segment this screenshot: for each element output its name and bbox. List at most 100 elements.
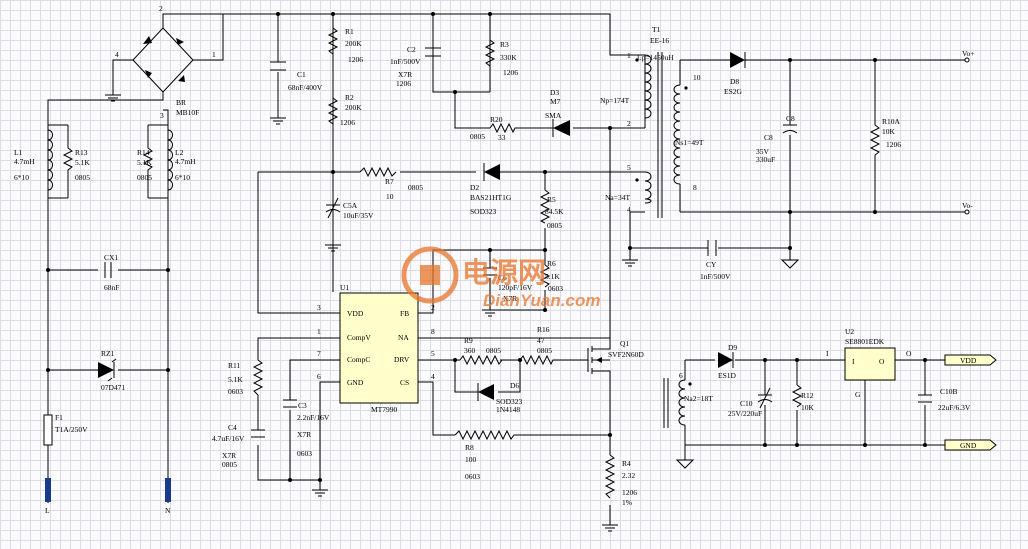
svg-text:ES2G: ES2G: [724, 87, 743, 96]
svg-text:I: I: [826, 349, 829, 358]
capacitor-c5a: C5A 10uF/35V: [325, 197, 374, 220]
capacitor-c1: C1 68nF/400V: [270, 61, 323, 92]
svg-text:D6: D6: [510, 381, 519, 390]
svg-text:R16: R16: [537, 325, 550, 334]
svg-text:0805: 0805: [222, 460, 237, 469]
svg-text:U2: U2: [845, 327, 854, 336]
net-vdd-flag: VDD: [944, 354, 997, 366]
svg-text:R8: R8: [465, 443, 474, 452]
svg-text:Q1: Q1: [620, 339, 629, 348]
output-vo-plus: Vo+: [962, 49, 974, 63]
svg-text:MT7990: MT7990: [371, 405, 398, 414]
svg-text:4.7mH: 4.7mH: [14, 157, 35, 166]
svg-text:CompV: CompV: [347, 333, 371, 342]
ic-u1-mt7990: U1 MT7990 VDD CompV CompC GND FB NA DRV …: [317, 283, 435, 414]
svg-text:C10: C10: [740, 399, 753, 408]
resistor-r6: R6 5.1K 0603: [539, 259, 563, 293]
svg-text:Vo-: Vo-: [962, 201, 973, 210]
output-vo-minus: Vo-: [962, 201, 973, 215]
svg-text:F1: F1: [55, 413, 63, 422]
svg-text:D3: D3: [550, 88, 559, 97]
ldo-u2: U2 SE8801EDK I O G I O: [826, 327, 912, 399]
svg-text:2: 2: [627, 119, 631, 128]
svg-text:Na2=18T: Na2=18T: [684, 394, 713, 403]
svg-text:BR: BR: [176, 98, 186, 107]
svg-text:R2: R2: [345, 93, 354, 102]
resistor-r9: R9 360 0805: [459, 336, 503, 366]
transformer-aux-winding: 6 Na2=18T: [663, 360, 713, 460]
svg-text:C2: C2: [407, 45, 416, 54]
svg-text:5: 5: [431, 349, 435, 358]
svg-text:360: 360: [464, 346, 476, 355]
svg-text:Lp=1450uH: Lp=1450uH: [637, 53, 674, 62]
capacitor-c2: C2 1nF/500V X7R 1206: [390, 45, 441, 88]
capacitor-c10: C10 25V/220uF: [728, 387, 773, 418]
svg-text:5: 5: [627, 163, 631, 172]
watermark-logo: 电源网: [462, 257, 546, 288]
svg-text:0805: 0805: [408, 183, 423, 192]
svg-text:R9: R9: [464, 336, 473, 345]
junction-dots: [46, 12, 927, 482]
svg-text:Vo+: Vo+: [962, 49, 974, 58]
svg-text:1206: 1206: [503, 68, 518, 77]
resistor-r11: R11 5.1K 0603: [228, 359, 264, 396]
resistor-r20: R20 0805 33: [470, 115, 525, 142]
svg-text:8: 8: [431, 327, 435, 336]
svg-text:C10B: C10B: [940, 387, 958, 396]
svg-text:1206: 1206: [886, 140, 901, 149]
svg-text:200K: 200K: [345, 39, 362, 48]
diode-d8: D8 ES2G: [724, 52, 746, 96]
svg-text:330uF: 330uF: [756, 155, 775, 164]
svg-text:100: 100: [465, 455, 477, 464]
svg-text:68nF: 68nF: [104, 283, 119, 292]
svg-text:R12: R12: [801, 391, 814, 400]
resistor-r3: R3 330K 1206: [484, 39, 518, 77]
inductor-l1: L1 4.7mH 6*10: [14, 129, 53, 191]
svg-text:X7R: X7R: [503, 294, 517, 303]
inductor-l2: L2 4.7mH 6*10: [167, 129, 196, 191]
svg-text:R1: R1: [345, 27, 354, 36]
svg-text:R6: R6: [547, 259, 556, 268]
svg-text:L: L: [45, 506, 50, 515]
svg-text:I: I: [852, 357, 855, 366]
svg-text:C8: C8: [786, 114, 795, 123]
svg-text:CY: CY: [706, 260, 717, 269]
svg-text:SE8801EDK: SE8801EDK: [845, 337, 885, 346]
resistor-r7: R7 10 0805: [359, 166, 423, 201]
svg-text:EE-16: EE-16: [650, 36, 669, 45]
svg-text:120pF/16V: 120pF/16V: [498, 283, 533, 292]
svg-text:D8: D8: [730, 77, 739, 86]
svg-text:68nF/400V: 68nF/400V: [288, 83, 323, 92]
svg-text:U1: U1: [340, 283, 349, 292]
svg-text:10: 10: [386, 192, 394, 201]
svg-text:1: 1: [212, 50, 216, 59]
svg-text:6*10: 6*10: [14, 173, 29, 182]
svg-text:SOD323: SOD323: [496, 397, 523, 406]
varistor-rz1: RZ1 07D471: [98, 349, 125, 392]
svg-text:1206: 1206: [622, 488, 637, 497]
svg-text:T1: T1: [652, 25, 661, 34]
resistor-r1: R1 200K 1206: [327, 27, 363, 64]
svg-text:O: O: [906, 349, 912, 358]
resistor-r13: R13 5.1K 0805: [62, 125, 90, 198]
svg-text:1nF/500V: 1nF/500V: [700, 272, 731, 281]
svg-text:SOD323: SOD323: [470, 207, 497, 216]
svg-text:10K: 10K: [882, 127, 896, 136]
diode-d6: D6 SOD323 1N4148: [477, 381, 523, 414]
svg-text:25V/220uF: 25V/220uF: [728, 409, 762, 418]
svg-text:2.32: 2.32: [622, 471, 635, 480]
resistor-r10a: R10A 10K 1206: [869, 117, 901, 156]
capacitor-c4: C4 4.7uF/16V X7R 0805: [212, 423, 265, 469]
svg-text:MB10F: MB10F: [176, 108, 199, 117]
svg-text:CompC: CompC: [347, 355, 370, 364]
capacitor-c3: C3 2.2nF/16V X7R 0603: [283, 399, 330, 458]
bridge-rectifier-br: 2 1 4 3 BR MB10F: [115, 4, 216, 120]
svg-text:VDD: VDD: [347, 309, 364, 318]
svg-text:R7: R7: [385, 177, 394, 186]
svg-text:C8: C8: [764, 133, 773, 142]
capacitor-cy: CY 1nF/500V: [700, 240, 731, 281]
svg-text:0805: 0805: [547, 221, 562, 230]
terminal-n: N: [165, 478, 171, 515]
